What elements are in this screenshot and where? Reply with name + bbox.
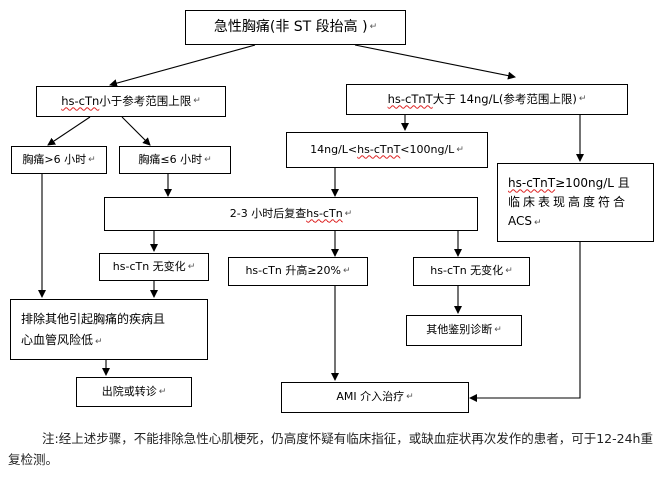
left-top-node: hs-cTn 小于参考范围上限↵	[36, 86, 226, 117]
right-top-node: hs-cTnT 大于 14ng/L(参考范围上限)↵	[346, 84, 628, 115]
footnote: 注:经上述步骤，不能排除急性心肌梗死，仍高度怀疑有临床指征，或缺血症状再次发作的…	[8, 431, 653, 467]
left-top-label: 小于参考范围上限	[99, 93, 192, 108]
high-term: hs-cTnT	[508, 175, 556, 190]
ami-label: AMI 介入治疗	[336, 390, 405, 404]
high-line1: hs-cTnT≥100ng/L 且	[508, 175, 630, 190]
arrow-high-ami	[469, 242, 581, 402]
high-line3: ACS↵	[508, 214, 542, 229]
no-change-left-label: hs-cTn 无变化	[112, 259, 186, 273]
pain-gt6-node: 胸痛>6 小时↵	[11, 146, 107, 174]
arrow-left-le6	[121, 116, 151, 146]
high-node: hs-cTnT≥100ng/L 且 临床表现高度符合 ACS↵	[497, 163, 654, 242]
ami-node: AMI 介入治疗↵	[281, 382, 469, 413]
recheck-term: hs-cTn	[306, 206, 343, 220]
pain-le6-label: 胸痛≤6 小时	[138, 152, 203, 166]
mid-range-node: 14ng/L<hs-cTnT<100ng/L↵	[286, 132, 488, 168]
rise-label: hs-cTn 升高≥20%	[245, 264, 342, 278]
no-change-right-node: hs-cTn 无变化↵	[413, 257, 530, 286]
other-diag-label: 其他鉴别诊断	[426, 323, 493, 337]
arrow-left-gt6	[47, 116, 91, 146]
pain-le6-node: 胸痛≤6 小时↵	[119, 146, 231, 174]
right-top-label: 大于 14ng/L(参考范围上限)	[432, 91, 577, 106]
exclude-node: 排除其他引起胸痛的疾病且 心血管风险低↵	[10, 299, 208, 360]
other-diag-node: 其他鉴别诊断↵	[406, 315, 522, 346]
pain-gt6-label: 胸痛>6 小时	[22, 152, 87, 166]
mid-range-prefix: 14ng/L<	[310, 142, 358, 156]
right-top-term: hs-cTnT	[387, 91, 433, 106]
recheck-node: 2-3 小时后复查 hs-cTn↵	[104, 197, 478, 231]
root-node: 急性胸痛(非 ST 段抬高 )↵	[185, 10, 406, 45]
arrow-root-left	[109, 44, 256, 87]
mid-range-term: hs-cTnT	[357, 142, 401, 156]
left-top-term: hs-cTn	[61, 93, 100, 108]
rise-node: hs-cTn 升高≥20%↵	[228, 257, 368, 286]
discharge-label: 出院或转诊	[101, 384, 157, 398]
recheck-label: 2-3 小时后复查	[229, 206, 307, 220]
no-change-left-node: hs-cTn 无变化↵	[99, 253, 209, 281]
high-line2: 临床表现高度符合	[508, 194, 629, 209]
arrow-root-right	[354, 44, 516, 80]
exclude-line2: 心血管风险低↵	[21, 332, 103, 347]
discharge-node: 出院或转诊↵	[76, 377, 192, 407]
root-label: 急性胸痛(非 ST 段抬高 )	[213, 19, 368, 36]
no-change-right-label: hs-cTn 无变化	[430, 264, 504, 278]
mid-range-suffix: <100ng/L	[400, 142, 455, 156]
exclude-line1: 排除其他引起胸痛的疾病且	[21, 312, 166, 327]
